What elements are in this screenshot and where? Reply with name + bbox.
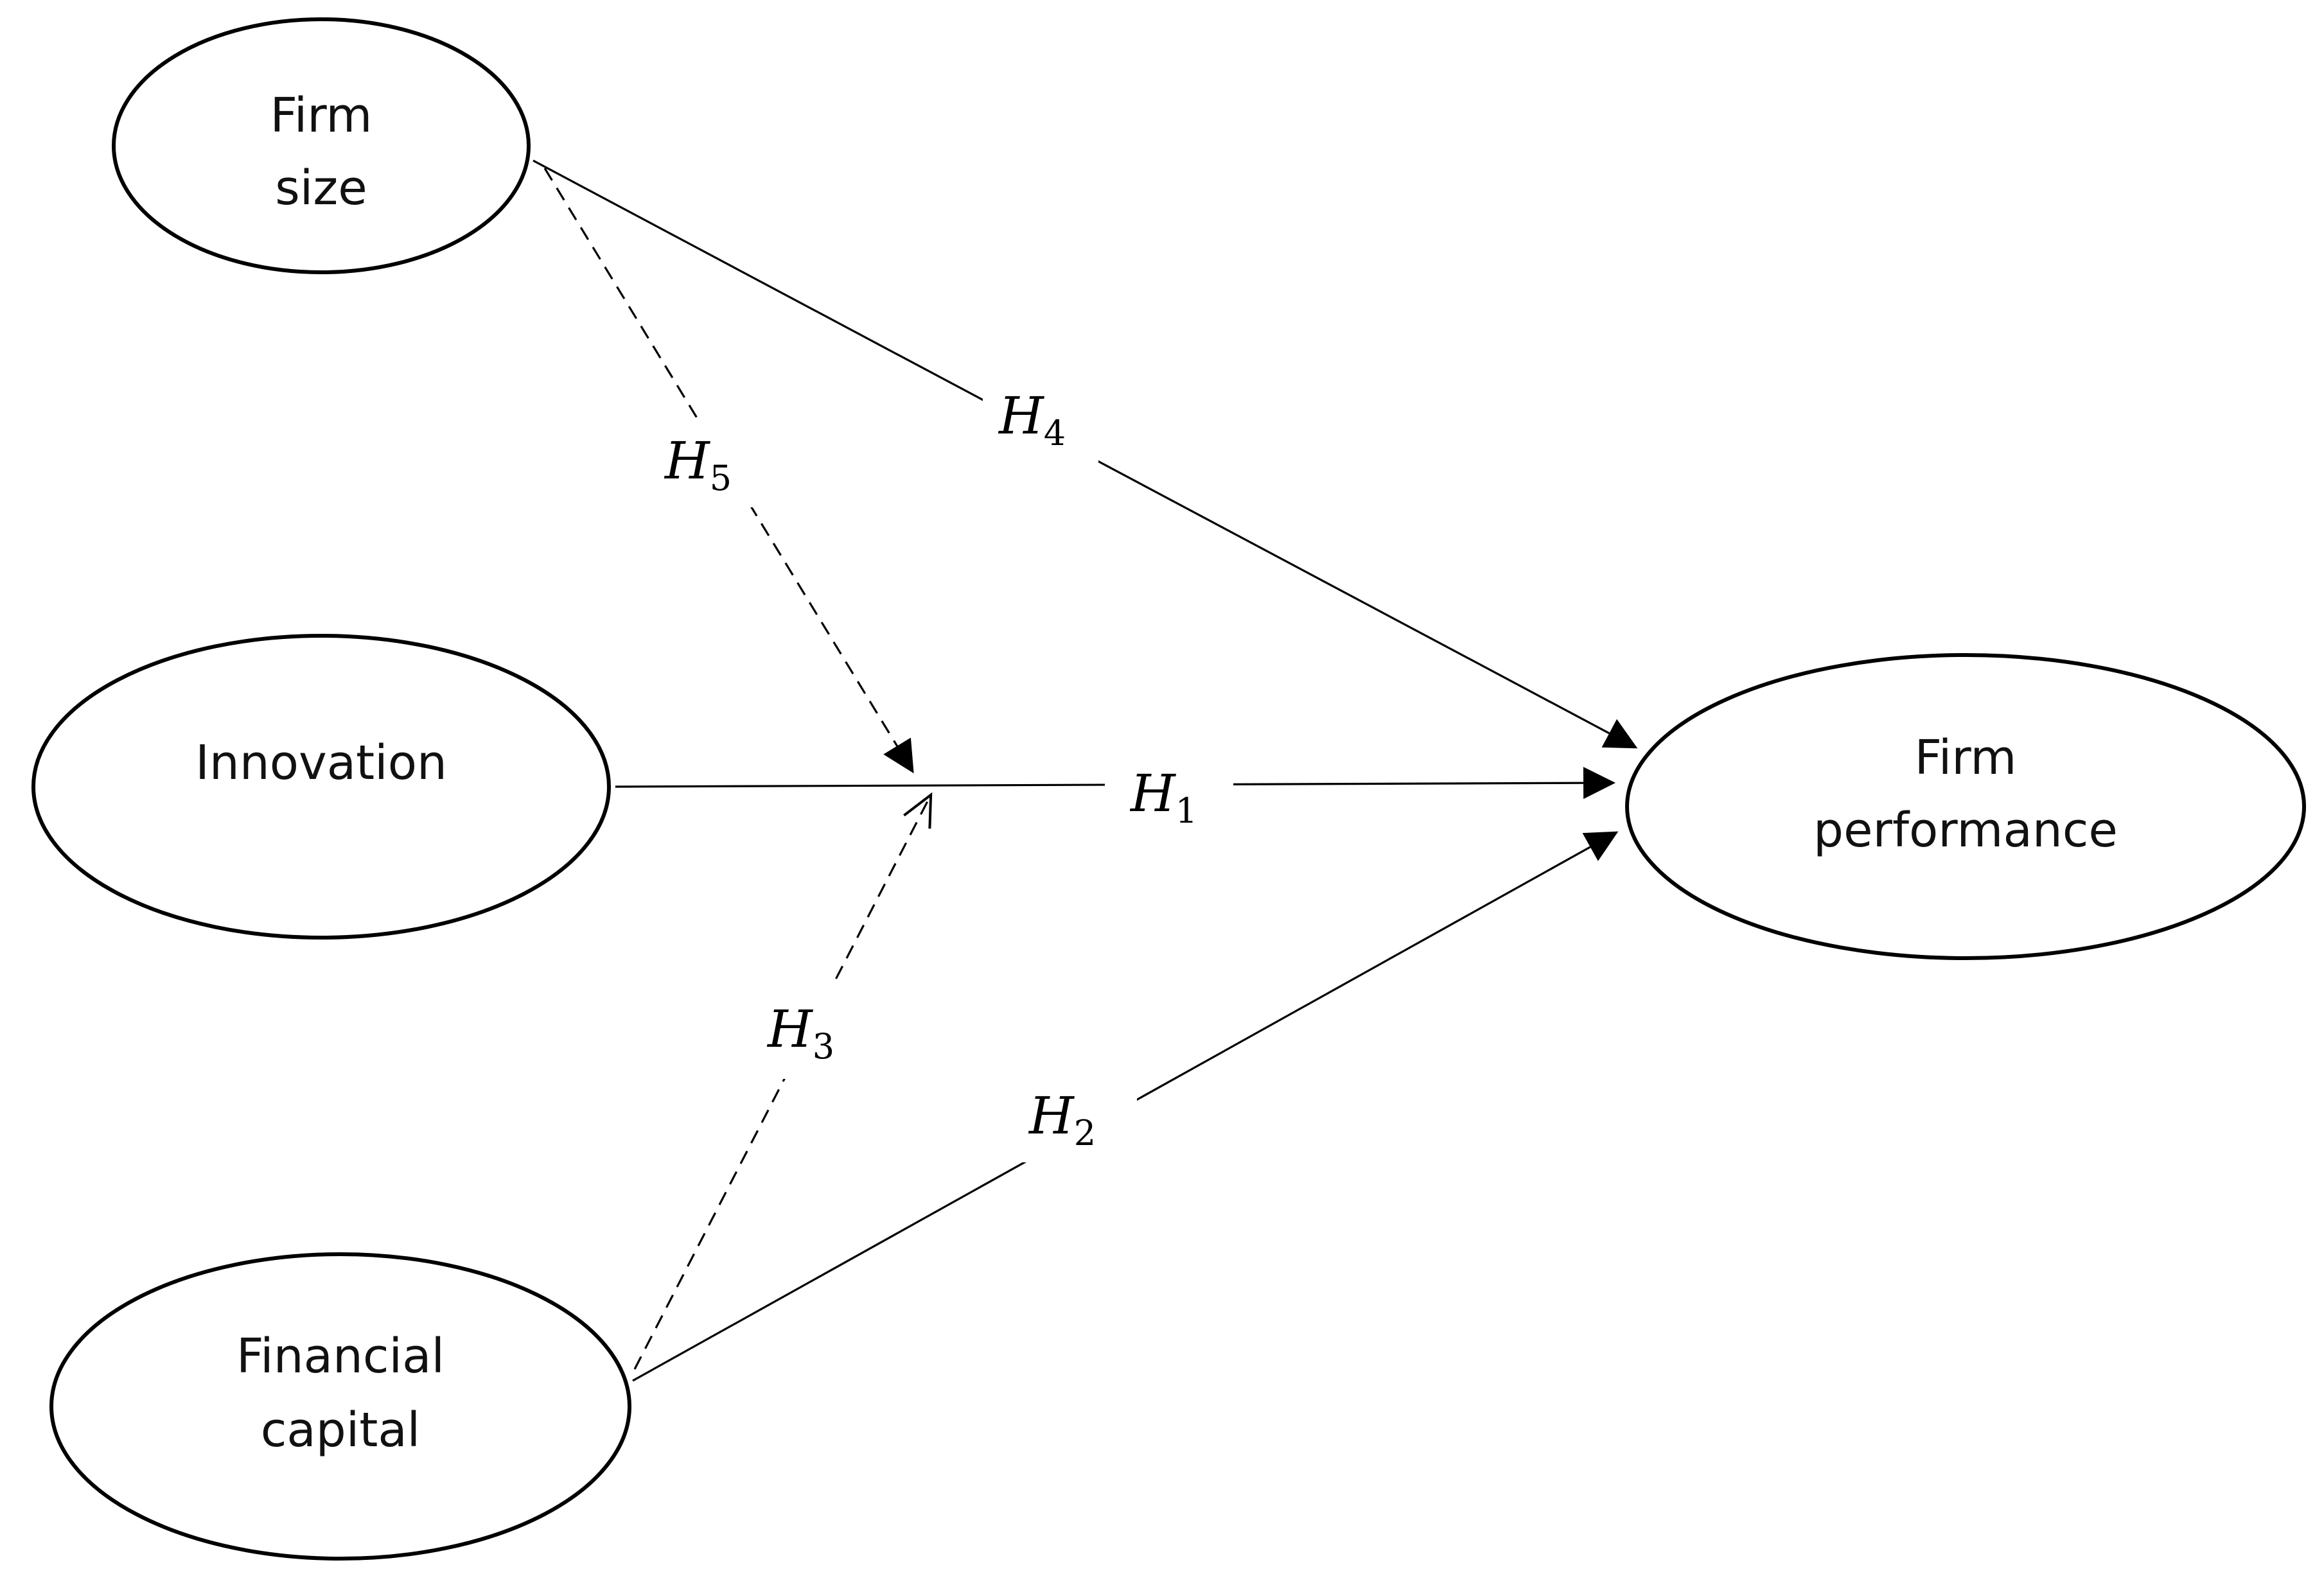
node-firm-performance: Firm performance xyxy=(1625,653,2306,960)
h2-label-bg xyxy=(1002,1066,1137,1162)
h1-label: H1 xyxy=(1129,764,1197,831)
firm-performance-ellipse xyxy=(1625,653,2306,960)
node-innovation: Innovation xyxy=(31,634,611,940)
h4-label-bg xyxy=(983,379,1098,462)
firm-performance-label-line2: performance xyxy=(1813,803,2118,858)
innovation-label: Innovation xyxy=(195,735,447,791)
financial-capital-label-line2: capital xyxy=(261,1403,421,1458)
h2-label: H2 xyxy=(1028,1086,1096,1153)
h3-label-bg xyxy=(758,983,867,1079)
node-firm-size: Firm size xyxy=(112,17,531,274)
firm-size-label-line1: Firm xyxy=(270,88,373,143)
h5-label-bg xyxy=(649,417,777,507)
firm-size-label-line2: size xyxy=(275,161,367,216)
innovation-ellipse xyxy=(31,634,611,940)
h3-label: H3 xyxy=(766,999,834,1067)
h4-label: H4 xyxy=(998,386,1066,453)
financial-capital-ellipse xyxy=(49,1252,631,1561)
node-financial-capital: Financial capital xyxy=(49,1252,631,1561)
edge-h3 xyxy=(633,792,933,1370)
h1-label-bg xyxy=(1105,751,1233,828)
financial-capital-label-line1: Financial xyxy=(236,1329,445,1384)
firm-performance-label-line1: Firm xyxy=(1915,730,2017,785)
h5-label: H5 xyxy=(664,431,732,498)
firm-size-ellipse xyxy=(112,17,531,274)
